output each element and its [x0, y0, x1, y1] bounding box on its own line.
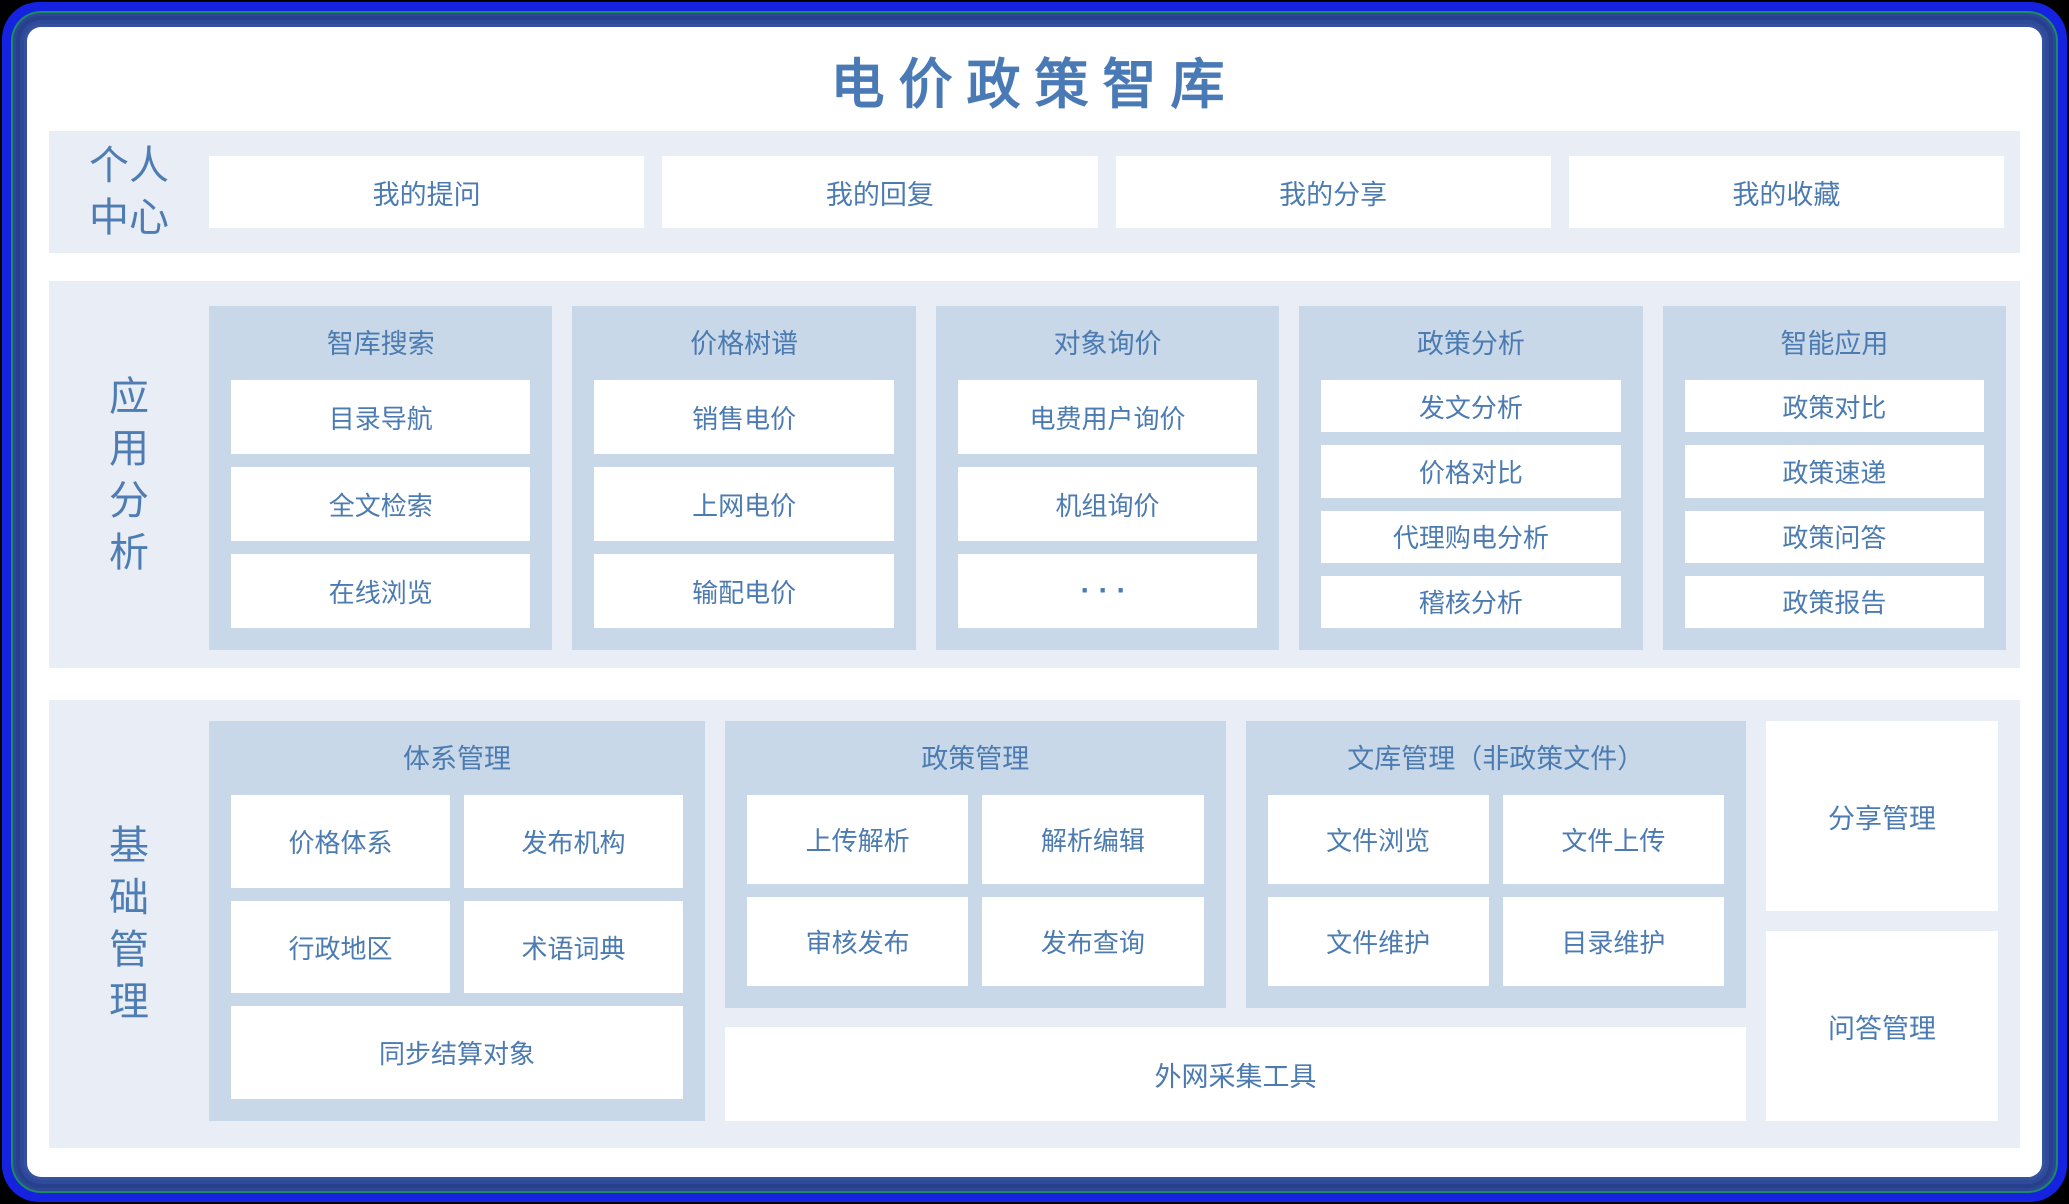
panel-system-management: 体系管理 价格体系 发布机构 行政地区 术语词典 同步结算对象: [209, 721, 705, 1121]
upload-parse-button[interactable]: 上传解析: [747, 795, 969, 884]
qa-management-button[interactable]: 问答管理: [1766, 931, 1998, 1121]
panel-title-policy-analysis: 政策分析: [1416, 328, 1525, 359]
panel-title-policy-management: 政策管理: [921, 743, 1030, 774]
application-columns: 智库搜索 目录导航 全文检索 在线浏览 价格树谱 销售电价 上网电价 输配电价: [209, 281, 2020, 668]
section-label-foundation-management: 基 础 管 理: [109, 824, 149, 1024]
policy-qa-button[interactable]: 政策问答: [1684, 510, 1985, 563]
my-favorites-button[interactable]: 我的收藏: [1568, 156, 2004, 228]
panel-title-object-inquiry: 对象询价: [1053, 328, 1162, 359]
panel-title-smart-apps: 智能应用: [1780, 328, 1889, 359]
publish-org-button[interactable]: 发布机构: [464, 795, 683, 888]
file-browse-button[interactable]: 文件浏览: [1267, 795, 1489, 884]
panel-thinktank-search: 智库搜索 目录导航 全文检索 在线浏览: [209, 306, 553, 650]
external-collection-tool-button[interactable]: 外网采集工具: [725, 1027, 1746, 1121]
catalog-navigation-button[interactable]: 目录导航: [231, 380, 531, 454]
panel-library-management: 文库管理（非政策文件） 文件浏览 文件上传 文件维护 目录维护: [1245, 721, 1746, 1008]
section-application-analysis: 应 用 分 析 智库搜索 目录导航 全文检索 在线浏览 价格树谱 销售电价 上网…: [49, 281, 2020, 668]
panel-smart-apps: 智能应用 政策对比 政策速递 政策问答 政策报告: [1662, 306, 2007, 650]
section-personal-center: 个人 中心 我的提问 我的回复 我的分享 我的收藏: [49, 131, 2020, 253]
panel-policy-analysis: 政策分析 发文分析 价格对比 代理购电分析 稽核分析: [1299, 306, 1643, 650]
publish-query-button[interactable]: 发布查询: [982, 897, 1204, 986]
my-shares-button[interactable]: 我的分享: [1115, 156, 1551, 228]
online-browse-button[interactable]: 在线浏览: [231, 554, 531, 628]
foundation-side-column: 分享管理 问答管理: [1766, 721, 1998, 1121]
policy-report-button[interactable]: 政策报告: [1684, 575, 1985, 628]
policy-express-button[interactable]: 政策速递: [1684, 445, 1985, 498]
user-fee-inquiry-button[interactable]: 电费用户询价: [957, 380, 1258, 454]
price-comparison-button[interactable]: 价格对比: [1321, 445, 1621, 498]
price-system-button[interactable]: 价格体系: [231, 795, 450, 888]
panel-policy-management: 政策管理 上传解析 解析编辑 审核发布 发布查询: [725, 721, 1226, 1008]
review-publish-button[interactable]: 审核发布: [747, 897, 969, 986]
file-upload-button[interactable]: 文件上传: [1502, 795, 1724, 884]
audit-analysis-button[interactable]: 稽核分析: [1321, 575, 1621, 628]
terminology-dict-button[interactable]: 术语词典: [464, 900, 683, 994]
section-label-personal-center: 个人 中心: [89, 144, 169, 240]
admin-region-button[interactable]: 行政地区: [231, 900, 450, 994]
sync-settlement-objects-button[interactable]: 同步结算对象: [231, 1006, 683, 1100]
foundation-columns: 体系管理 价格体系 发布机构 行政地区 术语词典 同步结算对象: [209, 700, 2020, 1148]
section-label-application-analysis: 应 用 分 析: [109, 374, 149, 575]
fulltext-search-button[interactable]: 全文检索: [231, 467, 531, 541]
transmission-price-button[interactable]: 输配电价: [594, 554, 894, 628]
my-questions-button[interactable]: 我的提问: [209, 156, 645, 228]
page-title: 电价政策智库: [830, 54, 1239, 115]
unit-inquiry-button[interactable]: 机组询价: [957, 467, 1258, 541]
my-replies-button[interactable]: 我的回复: [662, 156, 1098, 228]
foundation-middle-column: 政策管理 上传解析 解析编辑 审核发布 发布查询: [725, 721, 1746, 1121]
panel-object-inquiry: 对象询价 电费用户询价 机组询价 ···: [935, 306, 1280, 650]
agent-purchase-analysis-button[interactable]: 代理购电分析: [1321, 510, 1621, 563]
file-maintain-button[interactable]: 文件维护: [1267, 897, 1489, 986]
catalog-maintain-button[interactable]: 目录维护: [1502, 897, 1724, 986]
personal-items: 我的提问 我的回复 我的分享 我的收藏: [209, 131, 2020, 253]
sales-price-button[interactable]: 销售电价: [594, 380, 894, 454]
panel-title-price-tree: 价格树谱: [690, 328, 799, 359]
section-foundation-management: 基 础 管 理 体系管理 价格体系 发布机构 行政地区 术语词典: [49, 700, 2020, 1148]
panel-title-library-management: 文库管理（非政策文件）: [1347, 743, 1645, 774]
ongrid-price-button[interactable]: 上网电价: [594, 467, 894, 541]
parse-edit-button[interactable]: 解析编辑: [982, 795, 1204, 884]
panel-title-thinktank-search: 智库搜索: [326, 328, 435, 359]
policy-compare-button[interactable]: 政策对比: [1684, 380, 1985, 433]
share-management-button[interactable]: 分享管理: [1766, 721, 1998, 911]
document-analysis-button[interactable]: 发文分析: [1321, 380, 1621, 433]
panel-price-tree: 价格树谱 销售电价 上网电价 输配电价: [572, 306, 916, 650]
more-ellipsis-button[interactable]: ···: [957, 554, 1258, 628]
panel-title-system-management: 体系管理: [403, 743, 511, 774]
diagram-frame: 电价政策智库 个人 中心 我的提问 我的回复 我的分享 我的收藏 应 用 分 析…: [27, 27, 2042, 1177]
